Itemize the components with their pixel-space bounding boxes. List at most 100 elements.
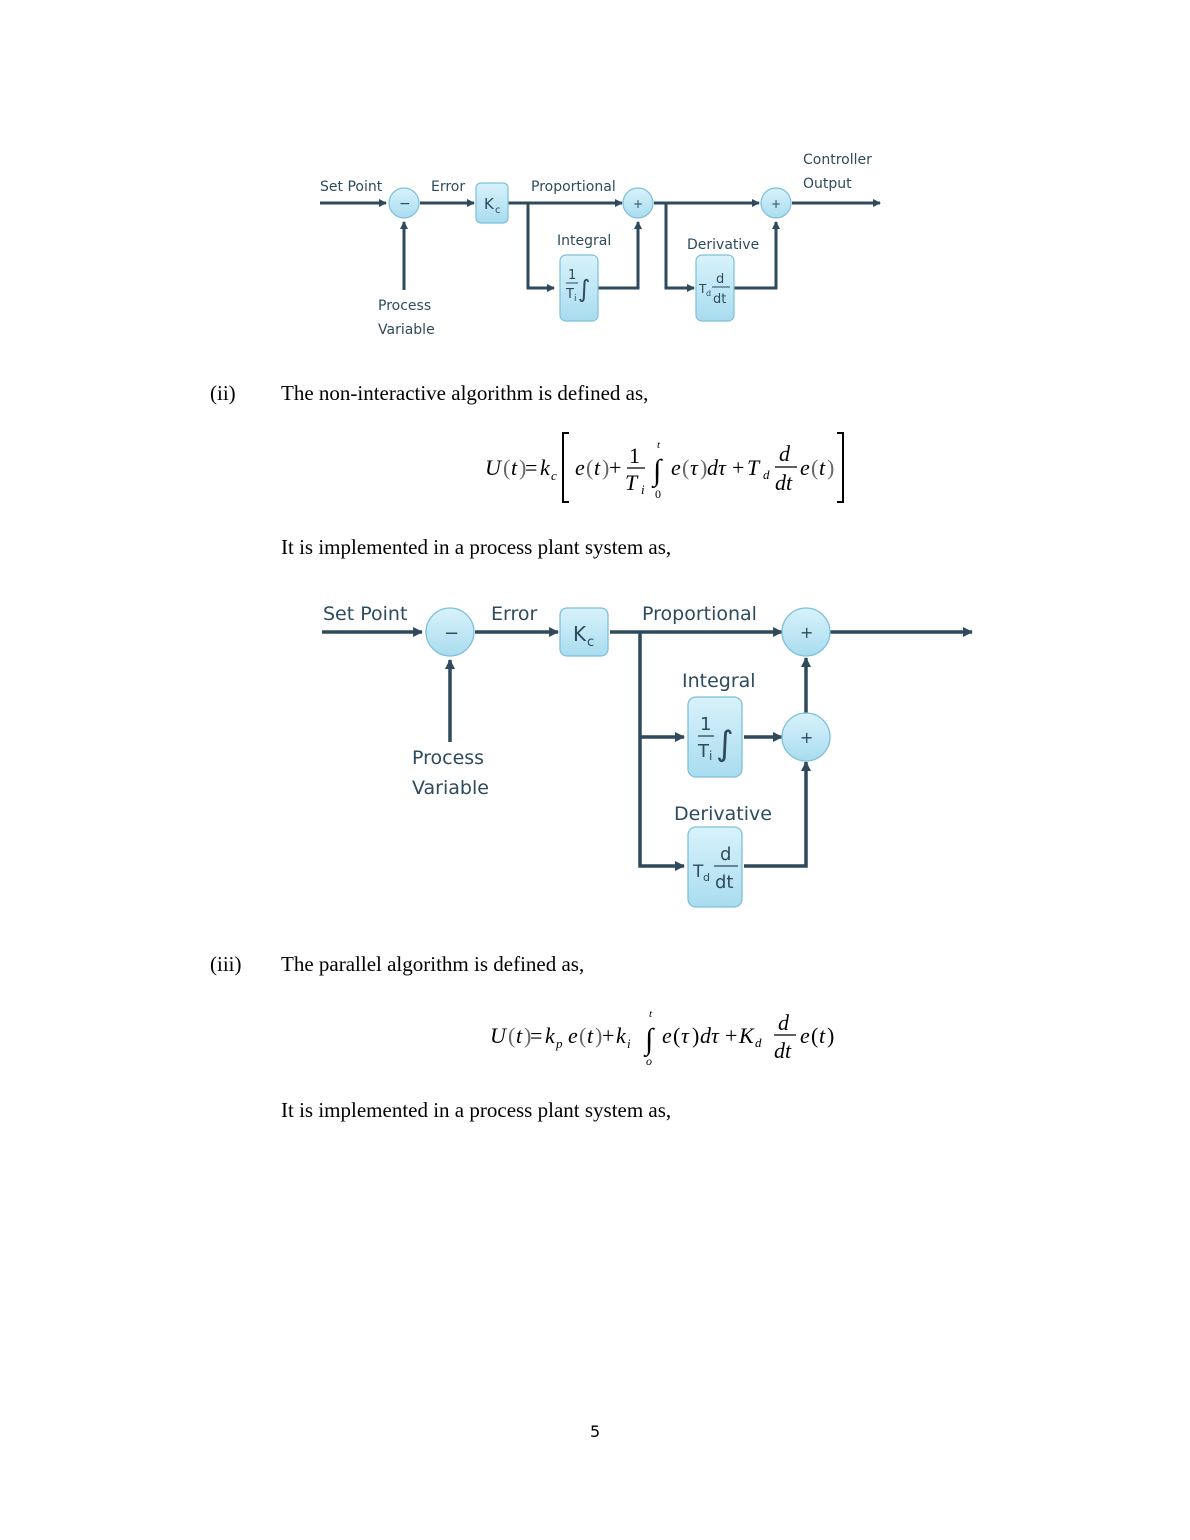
- svg-text:0: 0: [655, 487, 661, 501]
- svg-text:dt: dt: [715, 872, 733, 893]
- label-derivative: Derivative: [687, 237, 759, 253]
- label-process-variable: Process: [412, 747, 484, 769]
- svg-text:t: t: [819, 455, 826, 480]
- svg-text:t: t: [657, 439, 661, 451]
- svg-text:e: e: [800, 1023, 810, 1048]
- svg-text:τ: τ: [690, 455, 699, 480]
- svg-text:i: i: [641, 482, 645, 497]
- svg-text:c: c: [587, 635, 594, 650]
- svg-text:c: c: [551, 468, 557, 483]
- non-interactive-pid-diagram: Set Point Error Proportional Integral De…: [322, 603, 973, 908]
- label-set-point: Set Point: [323, 603, 407, 625]
- svg-text:+: +: [800, 623, 813, 642]
- svg-text:k: k: [616, 1023, 627, 1048]
- svg-text:d: d: [755, 1035, 762, 1050]
- svg-text:dτ: dτ: [707, 455, 727, 480]
- svg-text:+: +: [633, 197, 643, 211]
- svg-text:c: c: [495, 205, 501, 216]
- svg-text:i: i: [709, 749, 712, 763]
- svg-text:(: (: [508, 1023, 515, 1048]
- svg-text:): ): [692, 1023, 699, 1048]
- svg-text:e: e: [575, 455, 585, 480]
- section-iii-number: (iii): [210, 952, 242, 976]
- derivative-block: [687, 826, 743, 908]
- svg-text:K: K: [573, 622, 587, 646]
- svg-text:∫: ∫: [643, 1023, 655, 1058]
- svg-text:+: +: [732, 455, 744, 480]
- svg-text:dτ: dτ: [700, 1023, 720, 1048]
- svg-text:t: t: [516, 1023, 523, 1048]
- svg-text:T: T: [747, 455, 761, 480]
- svg-text:+: +: [725, 1023, 737, 1048]
- svg-text:−: −: [399, 196, 411, 212]
- gain-block: [559, 607, 609, 657]
- svg-text:Variable: Variable: [378, 322, 435, 338]
- svg-text:i: i: [627, 1036, 631, 1051]
- svg-text:d: d: [703, 871, 710, 884]
- svg-text:d: d: [720, 844, 731, 865]
- integral-block: [559, 254, 599, 322]
- sum-junction-2: [760, 187, 792, 219]
- svg-text:(: (: [811, 455, 818, 480]
- subtract-junction: [425, 607, 475, 657]
- svg-text:t: t: [649, 1008, 653, 1020]
- svg-text:+: +: [771, 197, 781, 211]
- svg-text:T: T: [625, 470, 639, 495]
- svg-text:d: d: [763, 467, 770, 482]
- svg-text:1: 1: [568, 268, 576, 283]
- label-proportional: Proportional: [642, 603, 757, 625]
- svg-text:e: e: [568, 1023, 578, 1048]
- svg-text:T: T: [565, 287, 574, 302]
- integral-block: [687, 696, 743, 778]
- svg-text:t: t: [819, 1023, 826, 1048]
- svg-text:k: k: [545, 1023, 556, 1048]
- svg-text:): ): [602, 455, 609, 480]
- label-derivative: Derivative: [674, 803, 772, 825]
- svg-text:): ): [827, 455, 834, 480]
- section-iii-text: The parallel algorithm is defined as,: [281, 952, 585, 976]
- svg-text:T: T: [698, 282, 707, 296]
- svg-text:Variable: Variable: [412, 777, 489, 799]
- svg-text:(: (: [586, 455, 593, 480]
- svg-text:=: =: [525, 455, 537, 480]
- svg-text:U: U: [490, 1023, 508, 1048]
- subtract-junction: [388, 187, 420, 219]
- sum-junction-output: [781, 607, 831, 657]
- svg-text:i: i: [574, 294, 577, 304]
- label-set-point: Set Point: [320, 179, 383, 195]
- svg-text:): ): [700, 455, 707, 480]
- page-number: 5: [590, 1422, 601, 1441]
- sum-junction-id: [781, 712, 831, 762]
- svg-text:d: d: [716, 272, 724, 287]
- svg-text:+: +: [800, 728, 813, 747]
- svg-text:t: t: [594, 455, 601, 480]
- gain-block: [475, 182, 509, 224]
- svg-text:(: (: [673, 1023, 680, 1048]
- svg-text:+: +: [609, 455, 621, 480]
- svg-text:(: (: [811, 1023, 818, 1048]
- svg-text:e: e: [671, 455, 681, 480]
- section-ii-text: The non-interactive algorithm is defined…: [281, 381, 649, 405]
- svg-text:(: (: [682, 455, 689, 480]
- svg-text:1: 1: [700, 714, 711, 735]
- interactive-pid-diagram: Set Point Error Proportional Integral De…: [320, 152, 881, 338]
- svg-text:∫: ∫: [578, 275, 591, 303]
- svg-text:): ): [595, 1023, 602, 1048]
- svg-text:=: =: [530, 1023, 542, 1048]
- label-error: Error: [491, 603, 538, 625]
- label-process-variable: Process: [378, 298, 431, 314]
- svg-text:K: K: [484, 195, 495, 213]
- svg-text:∫: ∫: [651, 454, 663, 489]
- section-ii-number: (ii): [210, 381, 236, 405]
- svg-text:K: K: [738, 1023, 755, 1048]
- svg-text:): ): [519, 455, 526, 480]
- svg-text:): ): [827, 1023, 834, 1048]
- derivative-block: [695, 254, 735, 322]
- svg-text:1: 1: [629, 443, 640, 468]
- section-ii-implemented-text: It is implemented in a process plant sys…: [281, 535, 672, 559]
- svg-text:t: t: [587, 1023, 594, 1048]
- svg-text:e: e: [662, 1023, 672, 1048]
- svg-text:∫: ∫: [716, 724, 734, 764]
